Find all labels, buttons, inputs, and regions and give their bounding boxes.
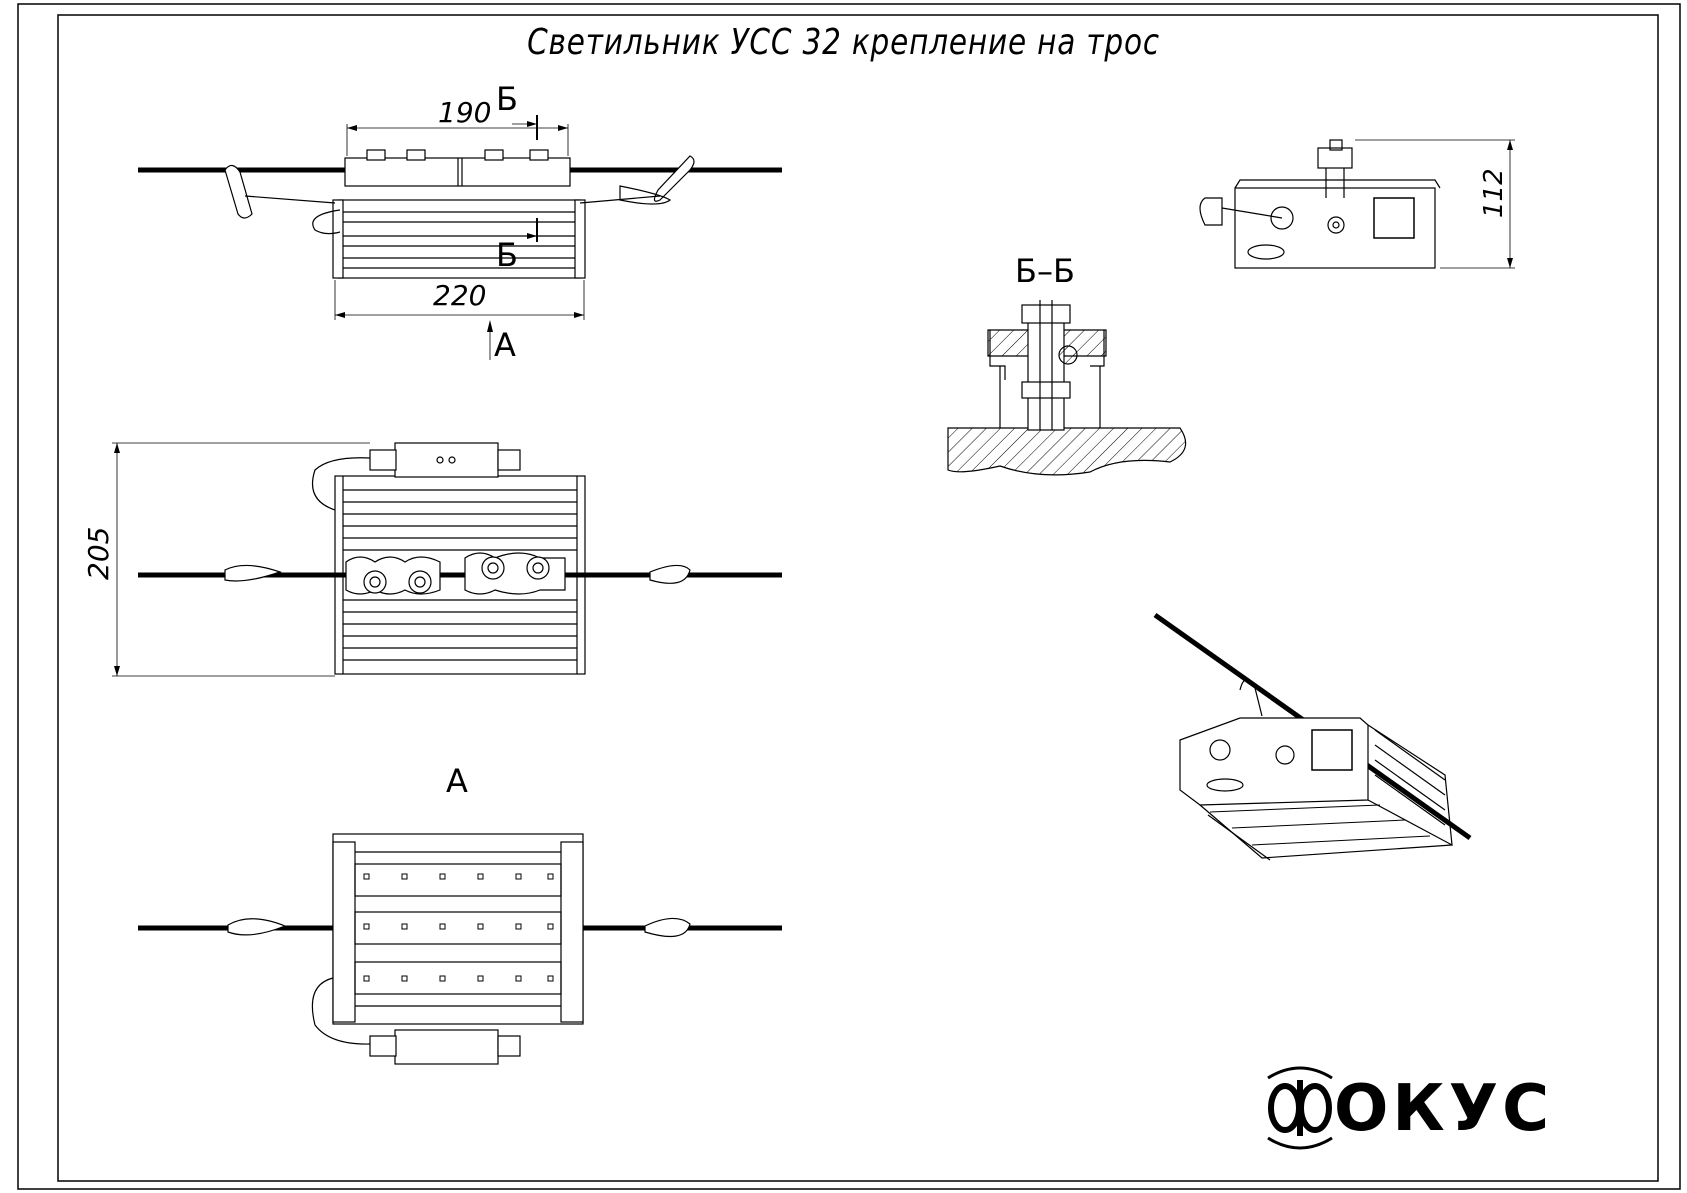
inner-frame (57, 14, 1659, 1182)
dimension-top-width: 190 (438, 96, 491, 129)
front-view (138, 115, 782, 360)
view-a (138, 833, 782, 1065)
section-cut-label-top: Б (496, 80, 518, 118)
view-arrow-label: А (494, 326, 516, 364)
isometric-view (1153, 612, 1472, 861)
dimension-height: 205 (82, 527, 115, 580)
outer-frame (17, 3, 1681, 1190)
section-cut-label-bottom: Б (496, 236, 518, 274)
drawing-title: Светильник УСС 32 крепление на трос (527, 22, 1160, 63)
section-bb-title: Б–Б (1015, 252, 1075, 290)
led-array (363, 873, 554, 982)
logo-text: ОКУС (1334, 1072, 1553, 1146)
view-a-title: А (446, 762, 468, 800)
dimension-side-height: 112 (1479, 168, 1509, 218)
dimension-body-width: 220 (433, 279, 486, 312)
iso-led-rows (1209, 804, 1431, 846)
section-bb (947, 300, 1187, 476)
top-view (112, 442, 782, 677)
focus-logo (1267, 1066, 1333, 1150)
side-view (1199, 139, 1515, 269)
